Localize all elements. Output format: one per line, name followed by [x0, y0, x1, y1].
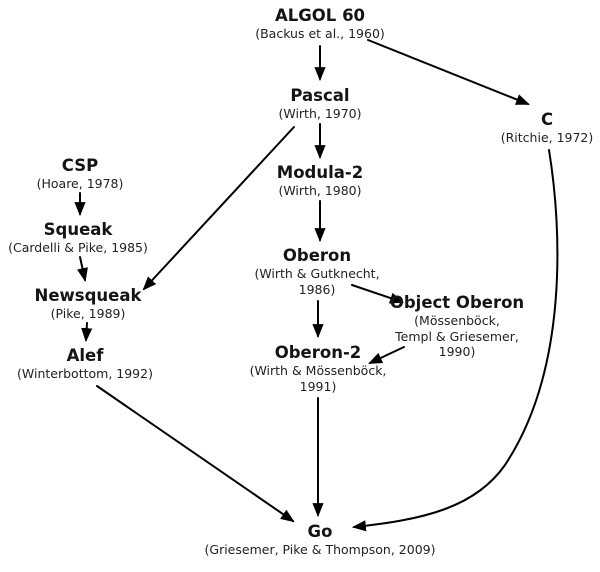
node-pascal-citation: (Wirth, 1970) [278, 106, 362, 122]
node-modula-2: Modula-2 (Wirth, 1980) [277, 163, 363, 199]
node-pascal: Pascal (Wirth, 1970) [278, 86, 361, 122]
node-algol-60: ALGOL 60 (Backus et al., 1960) [255, 6, 385, 42]
node-newsqueak: Newsqueak (Pike, 1989) [35, 286, 142, 322]
node-oberon-2: Oberon-2 (Wirth & Mössenböck, 1991) [243, 343, 393, 394]
node-oberon: Oberon (Wirth & Gutknecht, 1986) [247, 246, 387, 297]
edge-squeak-newsqueak [76, 256, 88, 283]
node-alef: Alef (Winterbottom, 1992) [17, 346, 153, 382]
node-object-oberon-label: Object Oberon [389, 293, 525, 312]
node-csp-citation: (Hoare, 1978) [36, 176, 124, 192]
node-go-label: Go [307, 522, 333, 541]
edge-algol60-c [367, 39, 530, 105]
edge-alef-go [96, 385, 295, 523]
node-squeak-citation: (Cardelli & Pike, 1985) [8, 240, 148, 256]
node-algol-60-label: ALGOL 60 [274, 6, 366, 25]
node-go: Go (Griesemer, Pike & Thompson, 2009) [205, 522, 436, 558]
node-csp: CSP (Hoare, 1978) [37, 156, 124, 192]
node-modula-2-citation: (Wirth, 1980) [278, 183, 362, 199]
node-newsqueak-citation: (Pike, 1989) [50, 306, 126, 322]
node-alef-label: Alef [66, 346, 104, 365]
node-oberon-label: Oberon [282, 246, 352, 265]
node-c: C (Ritchie, 1972) [501, 110, 594, 146]
node-pascal-label: Pascal [290, 86, 350, 105]
node-algol-60-citation: (Backus et al., 1960) [255, 26, 385, 42]
edge-newsqueak-alef [81, 322, 93, 343]
node-oberon-2-label: Oberon-2 [274, 343, 362, 362]
node-csp-label: CSP [61, 156, 99, 175]
node-c-label: C [540, 110, 554, 129]
node-alef-citation: (Winterbottom, 1992) [17, 366, 153, 382]
node-object-oberon: Object Oberon (Mössenböck, Templ & Gries… [390, 293, 524, 359]
node-modula-2-label: Modula-2 [276, 163, 364, 182]
node-squeak-label: Squeak [43, 220, 113, 239]
node-object-oberon-citation: (Mössenböck, Templ & Griesemer, 1990) [395, 313, 519, 359]
node-oberon-citation: (Wirth & Gutknecht, 1986) [254, 266, 380, 297]
node-go-citation: (Griesemer, Pike & Thompson, 2009) [204, 542, 436, 558]
node-newsqueak-label: Newsqueak [34, 286, 142, 305]
node-c-citation: (Ritchie, 1972) [500, 130, 594, 146]
node-oberon-2-citation: (Wirth & Mössenböck, 1991) [249, 363, 387, 394]
node-squeak: Squeak (Cardelli & Pike, 1985) [8, 220, 148, 256]
